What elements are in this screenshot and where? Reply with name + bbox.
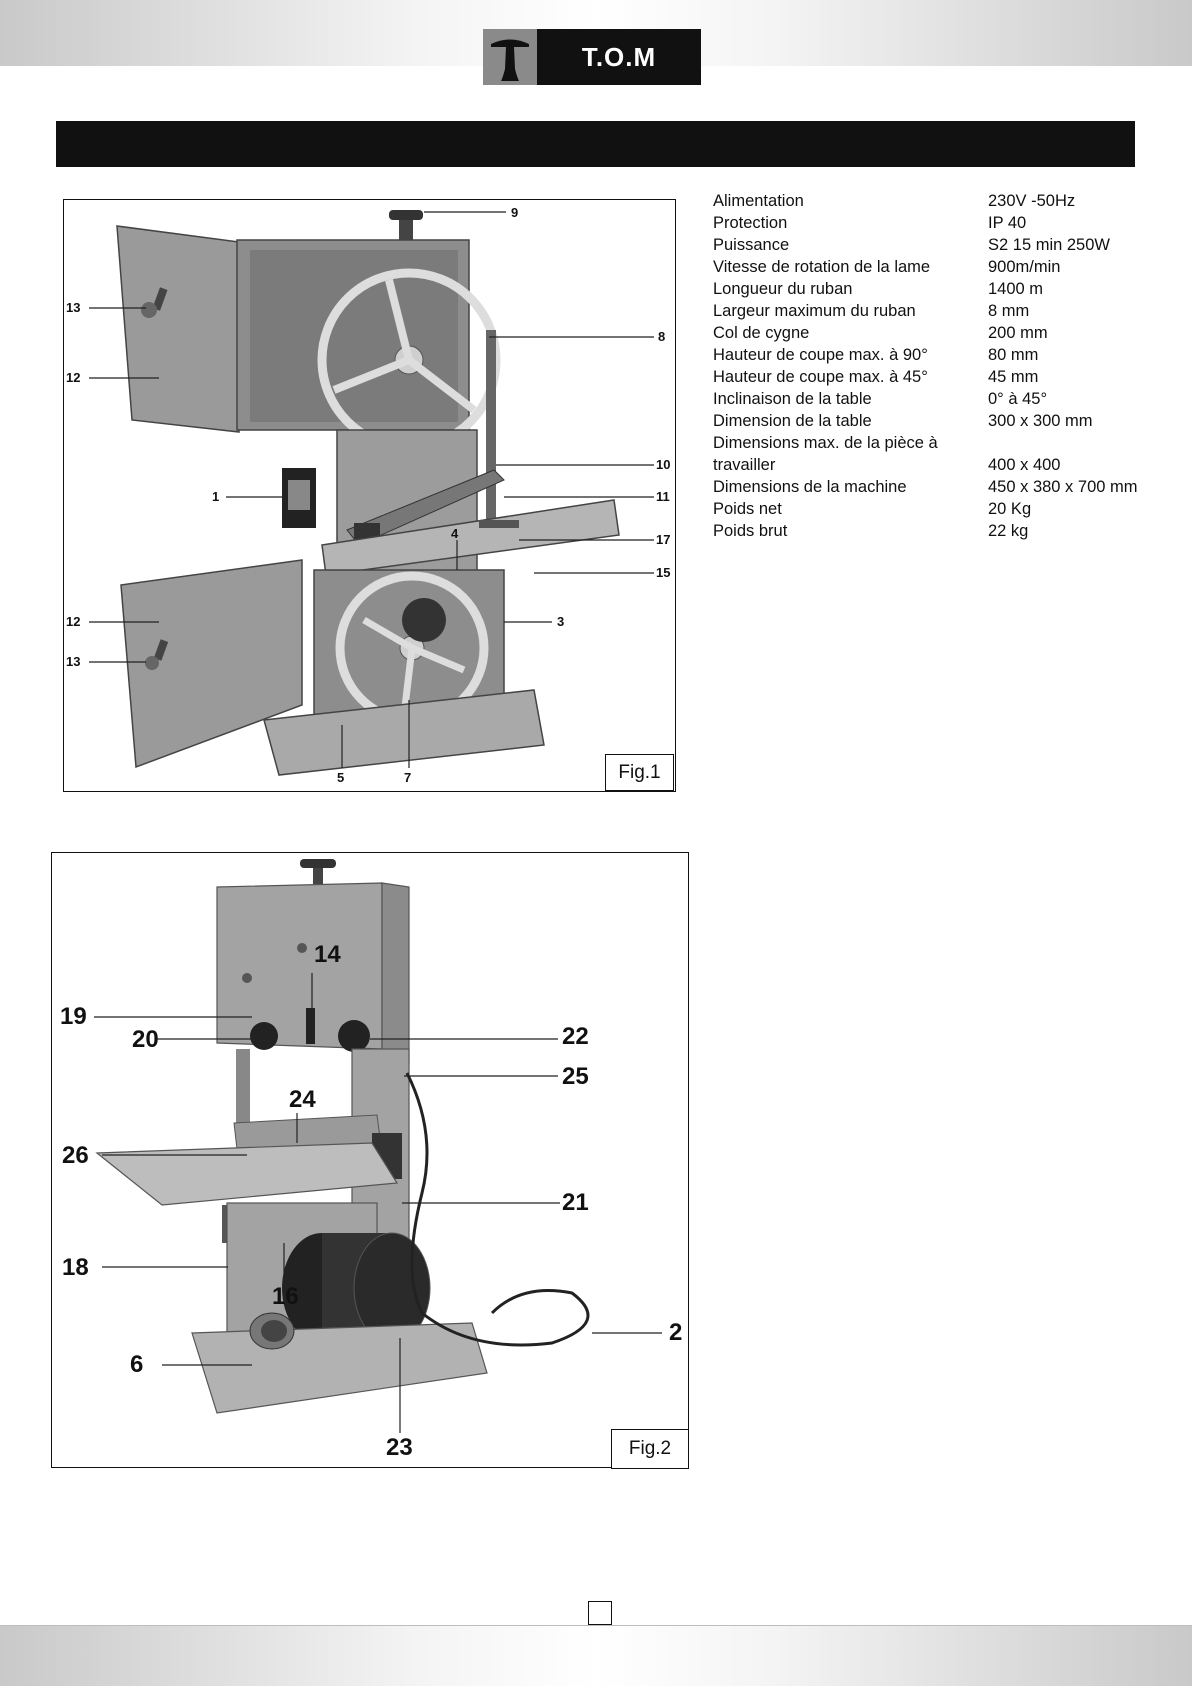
spec-row: Poids brut 22 kg (713, 520, 1183, 542)
spec-value: 1400 m (988, 280, 1044, 298)
spec-row: travailler 400 x 400 (713, 454, 1183, 476)
callout-21: 21 (562, 1189, 589, 1216)
spec-value: 450 x 380 x 700 mm (988, 478, 1138, 496)
callout-7: 7 (404, 770, 412, 785)
spec-label: Vitesse de rotation de la lame (713, 258, 931, 276)
spec-value: 0° à 45° (988, 390, 1048, 408)
spec-row: Col de cygne 200 mm (713, 322, 1183, 344)
bandsaw-rear-illustration (94, 859, 662, 1433)
brand-name: T.O.M (581, 41, 657, 72)
specifications-table: Alimentation 230V -50Hz Protection IP 40 P… (713, 190, 1183, 542)
spec-label: Col de cygne (713, 324, 810, 342)
spec-value: 230V -50Hz (988, 192, 1076, 210)
spec-label: Poids net (713, 500, 782, 518)
callout-2: 2 (669, 1319, 683, 1346)
spec-value: S2 15 min 250W (988, 236, 1110, 254)
figure-2-bandsaw-rear: 14 19 20 22 25 24 26 21 18 16 2 6 23 (51, 852, 689, 1468)
callout-23: 23 (386, 1434, 413, 1461)
callout-18: 18 (62, 1254, 89, 1281)
spec-row: Hauteur de coupe max. à 45° 45 mm (713, 366, 1183, 388)
bandsaw-front-illustration (89, 210, 654, 776)
spec-row: Alimentation 230V -50Hz (713, 190, 1183, 212)
spec-value: 8 mm (988, 302, 1030, 320)
spec-label: Poids brut (713, 522, 788, 540)
section-title-bar (56, 121, 1135, 167)
callout-10: 10 (656, 457, 671, 472)
spec-label: travailler (713, 456, 776, 474)
callout-1: 1 (212, 489, 220, 504)
callout-12b: 12 (66, 614, 81, 629)
spec-label: Alimentation (713, 192, 804, 210)
spec-row: Hauteur de coupe max. à 90° 80 mm (713, 344, 1183, 366)
spec-row: Longueur du ruban 1400 m (713, 278, 1183, 300)
callout-4: 4 (451, 526, 459, 541)
spec-label: Dimension de la table (713, 412, 872, 430)
spec-value: 45 mm (988, 368, 1039, 386)
spec-row: Dimensions de la machine 450 x 380 x 700 … (713, 476, 1183, 498)
callout-20: 20 (132, 1026, 159, 1053)
callout-6: 6 (130, 1351, 144, 1378)
spec-row: Dimensions max. de la pièce à (713, 432, 1183, 454)
spec-value: 80 mm (988, 346, 1039, 364)
spec-value: 900m/min (988, 258, 1061, 276)
spec-label: Puissance (713, 236, 790, 254)
spec-value: 200 mm (988, 324, 1048, 342)
spec-value: 22 kg (988, 522, 1029, 540)
spec-label: Hauteur de coupe max. à 45° (713, 368, 928, 386)
spec-label: Dimensions max. de la pièce à (713, 434, 938, 452)
callout-8: 8 (658, 329, 666, 344)
callout-26: 26 (62, 1142, 89, 1169)
callout-15: 15 (656, 565, 671, 580)
spec-value (988, 432, 1183, 454)
brand-logo: T.O.M (483, 29, 701, 85)
spec-value: 400 x 400 (988, 456, 1061, 474)
spec-row: Poids net 20 Kg (713, 498, 1183, 520)
callout-12: 12 (66, 370, 81, 385)
spec-row: Protection IP 40 (713, 212, 1183, 234)
spec-label: Longueur du ruban (713, 280, 853, 298)
spec-label: Protection (713, 214, 788, 232)
callout-11: 11 (656, 489, 670, 504)
spec-label: Hauteur de coupe max. à 90° (713, 346, 928, 364)
spec-row: Puissance S2 15 min 250W (713, 234, 1183, 256)
callout-25: 25 (562, 1063, 589, 1090)
page-number-box (588, 1601, 612, 1625)
callout-22: 22 (562, 1023, 589, 1050)
spec-row: Vitesse de rotation de la lame 900m/min (713, 256, 1183, 278)
callout-19: 19 (60, 1003, 87, 1030)
spec-value: 300 x 300 mm (988, 412, 1093, 430)
figure-1-caption: Fig.1 (605, 754, 674, 791)
figure-2-caption: Fig.2 (611, 1429, 689, 1469)
mushroom-logo-icon (483, 29, 537, 85)
callout-3: 3 (557, 614, 565, 629)
spec-label: Inclinaison de la table (713, 390, 872, 408)
callout-9: 9 (511, 205, 519, 220)
callout-13b: 13 (66, 654, 81, 669)
spec-value: IP 40 (988, 214, 1027, 232)
spec-row: Inclinaison de la table 0° à 45° (713, 388, 1183, 410)
spec-row: Largeur maximum du ruban 8 mm (713, 300, 1183, 322)
spec-row: Dimension de la table 300 x 300 mm (713, 410, 1183, 432)
figure-1-bandsaw-front: 9 8 13 12 10 1 11 4 17 15 12 3 13 5 7 (63, 199, 676, 792)
callout-16: 16 (272, 1283, 299, 1310)
callout-17: 17 (656, 532, 671, 547)
spec-value: 20 Kg (988, 500, 1032, 518)
callout-14: 14 (314, 941, 341, 968)
callout-24: 24 (289, 1086, 316, 1113)
spec-label: Dimensions de la machine (713, 478, 907, 496)
callout-5: 5 (337, 770, 345, 785)
footer-band (0, 1625, 1192, 1686)
spec-label: Largeur maximum du ruban (713, 302, 916, 320)
callout-13: 13 (66, 300, 81, 315)
